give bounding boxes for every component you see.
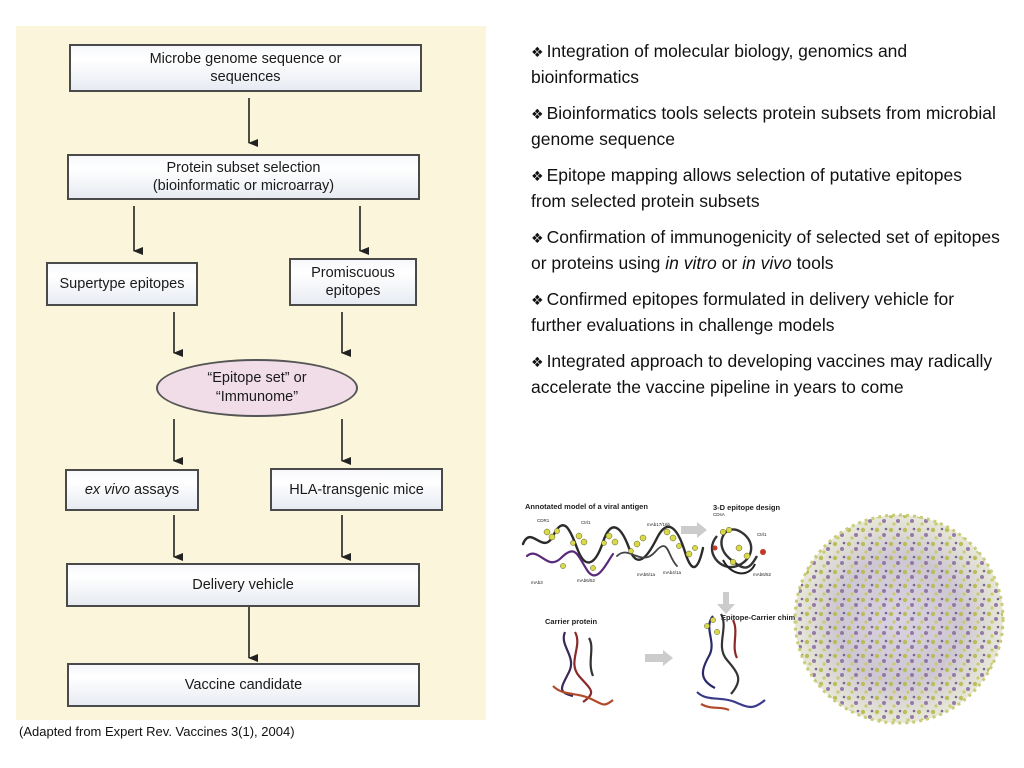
bullet-text: tools (791, 252, 834, 273)
bullet-item: ❖Integration of molecular biology, genom… (531, 40, 1001, 89)
bullet-text: or (716, 252, 743, 273)
bullet-list: ❖Integration of molecular biology, genom… (531, 40, 1001, 412)
diamond-bullet-icon: ❖ (531, 355, 544, 371)
bullet-text: Integrated approach to developing vaccin… (531, 351, 993, 397)
chimeric-protein-title: Epitope-Carrier chimeric protein (721, 613, 837, 622)
bullet-text: Integration of molecular biology, genomi… (531, 41, 908, 87)
promiscuous-epitopes-label: Promiscuous epitopes (311, 265, 395, 299)
protein-subset-box: Protein subset selection (bioinformatic … (67, 154, 420, 200)
hla-transgenic-box: HLA-transgenic mice (270, 468, 443, 511)
epitope-design-model (710, 528, 759, 575)
epitope-set-oval: “Epitope set” or “Immunome” (156, 359, 358, 417)
svg-text:mAb17/16b: mAb17/16b (647, 522, 671, 527)
bullet-italic-in-vivo: in vivo (742, 252, 792, 273)
epitope-design-figure: Annotated model of a viral antigen 3-D e… (517, 496, 836, 720)
ex-vivo-italic: ex vivo (84, 482, 130, 498)
svg-text:CDR1: CDR1 (537, 518, 550, 523)
promiscuous-epitopes-box: Promiscuous epitopes (289, 258, 417, 306)
epitope-highlights (543, 528, 698, 571)
bullet-item: ❖Epitope mapping allows selection of put… (531, 164, 1001, 213)
supertype-epitopes-label: Supertype epitopes (59, 276, 185, 292)
diamond-bullet-icon: ❖ (531, 107, 544, 123)
vaccine-candidate-box: Vaccine candidate (67, 663, 420, 707)
bullet-text: Bioinformatics tools selects protein sub… (531, 103, 996, 149)
diamond-bullet-icon: ❖ (531, 231, 544, 247)
epitope-design-title: 3-D epitope design (713, 503, 781, 512)
delivery-vehicle-label: Delivery vehicle (192, 577, 294, 593)
protein-subset-label: Protein subset selection (bioinformatic … (152, 160, 335, 194)
virus-capsid-image (793, 513, 1005, 725)
bullet-item: ❖Bioinformatics tools selects protein su… (531, 102, 1001, 151)
carrier-protein-model (552, 631, 614, 706)
svg-text:Ctrl1: Ctrl1 (757, 532, 767, 537)
diamond-bullet-icon: ❖ (531, 169, 544, 185)
ex-vivo-assays-box: ex vivo assays (65, 469, 199, 511)
flow-arrows (133, 98, 369, 662)
genome-sequence-label: Microbe genome sequence or sequences (149, 51, 342, 85)
ex-vivo-rest: assays (129, 482, 180, 498)
svg-text:mAb6/52: mAb6/52 (577, 578, 596, 583)
supertype-epitopes-box: Supertype epitopes (46, 262, 198, 306)
bullet-item: ❖Confirmation of immunogenicity of selec… (531, 226, 1001, 275)
epitope-set-label: “Epitope set” or “Immunome” (207, 370, 307, 405)
citation-text: (Adapted from Expert Rev. Vaccines 3(1),… (19, 724, 295, 739)
bullet-item: ❖Integrated approach to developing vacci… (531, 350, 1001, 399)
bullet-text: Confirmation of immunogenicity of select… (531, 227, 1000, 273)
bullet-text: Confirmed epitopes formulated in deliver… (531, 289, 955, 335)
process-arrows (645, 522, 735, 666)
diamond-bullet-icon: ❖ (531, 293, 544, 309)
svg-text:CDsA: CDsA (713, 512, 725, 517)
ex-vivo-assays-label: ex vivo assays (85, 481, 179, 499)
flowchart-panel: Microbe genome sequence or sequences Pro… (16, 26, 486, 720)
bullet-text: Epitope mapping allows selection of puta… (531, 165, 962, 211)
svg-text:mAb6/52: mAb6/52 (753, 572, 772, 577)
model-annotation-labels: CDR1 Ctrl1 mAb17/16b mAb4/1a mAb6/52 mAb… (531, 518, 682, 585)
annotated-model-title: Annotated model of a viral antigen (525, 502, 648, 511)
vaccine-candidate-label: Vaccine candidate (184, 677, 303, 693)
carrier-protein-title: Carrier protein (545, 617, 598, 626)
svg-text:mAb4/1a: mAb4/1a (663, 570, 682, 575)
bullet-item: ❖Confirmed epitopes formulated in delive… (531, 288, 1001, 337)
bullet-italic-in-vitro: in vitro (665, 252, 717, 273)
svg-text:Ctrl1: Ctrl1 (581, 520, 591, 525)
delivery-vehicle-box: Delivery vehicle (66, 563, 420, 607)
diamond-bullet-icon: ❖ (531, 45, 544, 61)
svg-text:mAb3: mAb3 (531, 580, 543, 585)
protein-ribbon-models: CDR1 Ctrl1 mAb17/16b mAb4/1a mAb6/52 mAb… (521, 512, 772, 712)
genome-sequence-box: Microbe genome sequence or sequences (69, 44, 422, 92)
svg-text:mAb6/1a: mAb6/1a (637, 572, 656, 577)
hla-transgenic-label: HLA-transgenic mice (289, 481, 424, 498)
